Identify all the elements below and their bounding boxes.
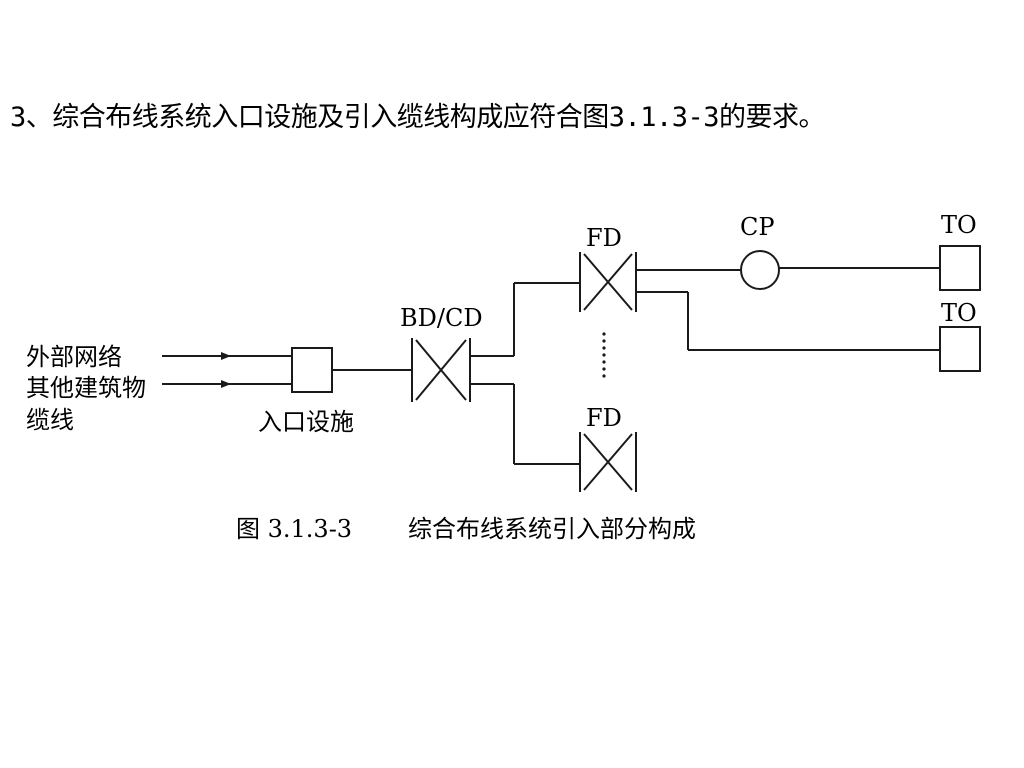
bdcd-distribution-frame [411,338,471,402]
source-label-cables: 缆线 [26,406,74,434]
link-fd-to-second-to [636,291,940,351]
entrance-facility-box [291,347,333,393]
bdcd-label: BD/CD [400,304,483,332]
figure-caption-title: 综合布线系统引入部分构成 [408,515,696,543]
consolidation-point-circle [740,250,780,290]
bdcd-branch-lines [470,282,580,465]
fd-upper-distribution-frame [579,252,637,312]
page-heading: 3、综合布线系统入口设施及引入缆线构成应符合图3.1.3-3的要求。 [10,102,826,133]
entrance-facility-label: 入口设施 [258,408,354,436]
fd-ellipsis-dots [602,332,606,378]
telecom-outlet-bottom-box [939,326,981,372]
to-top-label: TO [941,211,977,239]
figure-caption-number: 图 3.1.3-3 [236,515,352,543]
source-label-other-buildings: 其他建筑物 [26,374,146,402]
to-bottom-label: TO [941,299,977,327]
source-label-external-network: 外部网络 [26,343,122,371]
fd-upper-label: FD [586,224,622,252]
fd-lower-distribution-frame [579,432,637,492]
telecom-outlet-top-box [939,245,981,291]
fd-lower-label: FD [586,404,622,432]
cp-label: CP [740,213,775,241]
